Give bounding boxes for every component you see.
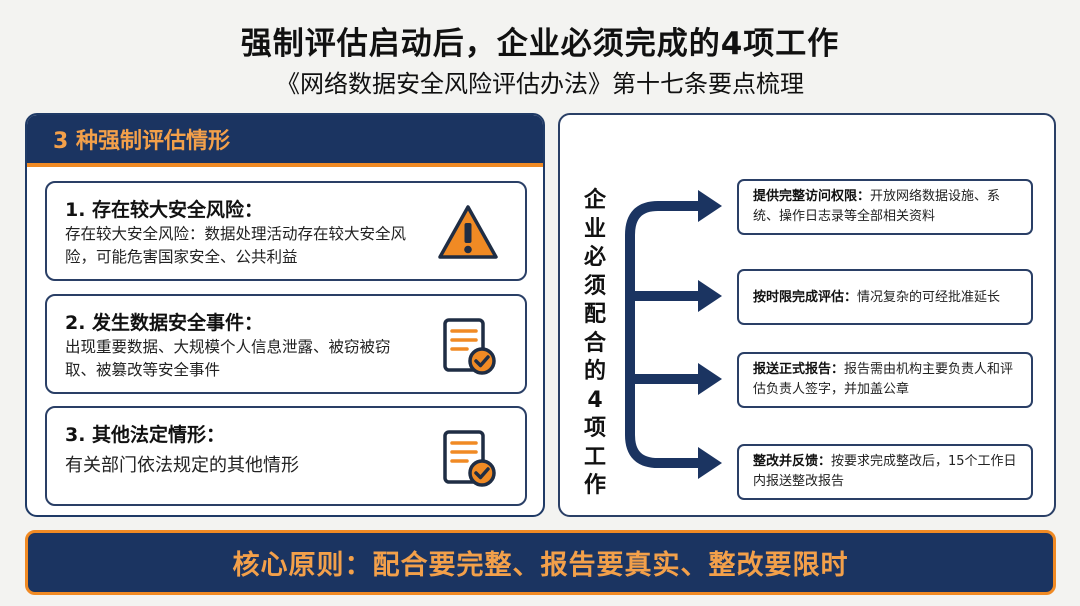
task-label: 按时限完成评估： <box>753 290 858 305</box>
task-label: 提供完整访问权限： <box>753 189 871 204</box>
task-label: 整改并反馈： <box>753 454 832 469</box>
task-card-2: 按时限完成评估：情况复杂的可经批准延长 <box>737 269 1033 325</box>
task-desc: 报告需由机构主要负责人和评估负责人签字，并加盖公章 <box>753 362 1014 397</box>
scenario-card-title: 2. 发生数据安全事件： <box>65 312 264 334</box>
warning-icon <box>438 205 498 259</box>
task-desc: 按要求完成整改后，15个工作日内报送整改报告 <box>753 454 1017 489</box>
scenarios-header: 3 种强制评估情形 <box>27 115 543 167</box>
arrow-head-4 <box>698 447 722 479</box>
scenario-card-desc: 存在较大安全风险：数据处理活动存在较大安全风险，可能危害国家安全、公共利益 <box>65 225 407 266</box>
scenario-card-3: 3. 其他法定情形： 有关部门依法规定的其他情形 <box>45 406 527 506</box>
page-subtitle: 《网络数据安全风险评估办法》第十七条要点梳理 <box>276 70 804 98</box>
flow-bracket <box>625 190 722 479</box>
scenario-card-desc: 出现重要数据、大规模个人信息泄露、被窃被窃取、被篡改等安全事件 <box>65 338 391 379</box>
arrow-head-3 <box>698 363 722 395</box>
scenario-card-2: 2. 发生数据安全事件： 出现重要数据、大规模个人信息泄露、被窃被窃取、被篡改等… <box>45 294 527 394</box>
task-desc: 情况复杂的可经批准延长 <box>857 290 1001 305</box>
task-card-3: 报送正式报告：报告需由机构主要负责人和评估负责人签字，并加盖公章 <box>737 352 1033 408</box>
task-card-1: 提供完整访问权限：开放网络数据设施、系统、操作日志录等全部相关资料 <box>737 179 1033 235</box>
document-check-icon <box>443 430 496 487</box>
scenarios-header-title: 3 种强制评估情形 <box>53 129 230 154</box>
core-principle-text: 核心原则：配合要完整、报告要真实、整改要限时 <box>232 550 849 581</box>
document-check-icon <box>443 318 496 375</box>
scenario-card-title: 1. 存在较大安全风险： <box>65 199 264 221</box>
core-principle-banner: 核心原则：配合要完整、报告要真实、整改要限时 <box>25 530 1056 595</box>
arrow-head-2 <box>698 280 722 312</box>
arrow-head-1 <box>698 190 722 222</box>
task-desc: 开放网络数据设施、系统、操作日志录等全部相关资料 <box>753 189 1001 224</box>
scenario-card-desc: 有关部门依法规定的其他情形 <box>65 455 299 476</box>
task-card-4: 整改并反馈：按要求完成整改后，15个工作日内报送整改报告 <box>737 444 1033 500</box>
scenario-card-1: 1. 存在较大安全风险： 存在较大安全风险：数据处理活动存在较大安全风险，可能危… <box>45 181 527 281</box>
mandatory-scenarios-panel: 3 种强制评估情形 1. 存在较大安全风险： 存在较大安全风险：数据处理活动存在… <box>25 113 545 517</box>
scenario-card-title: 3. 其他法定情形： <box>65 424 226 446</box>
task-label: 报送正式报告： <box>753 362 845 377</box>
required-tasks-panel: 企 业 必 须 配 合 的 4 项 工 作 提供完整访问权限：开放网络数据设施、… <box>558 113 1056 517</box>
tasks-vertical-label: 企 业 必 须 配 合 的 4 项 工 作 <box>583 188 606 498</box>
page-title: 强制评估启动后，企业必须完成的4项工作 <box>240 26 840 62</box>
